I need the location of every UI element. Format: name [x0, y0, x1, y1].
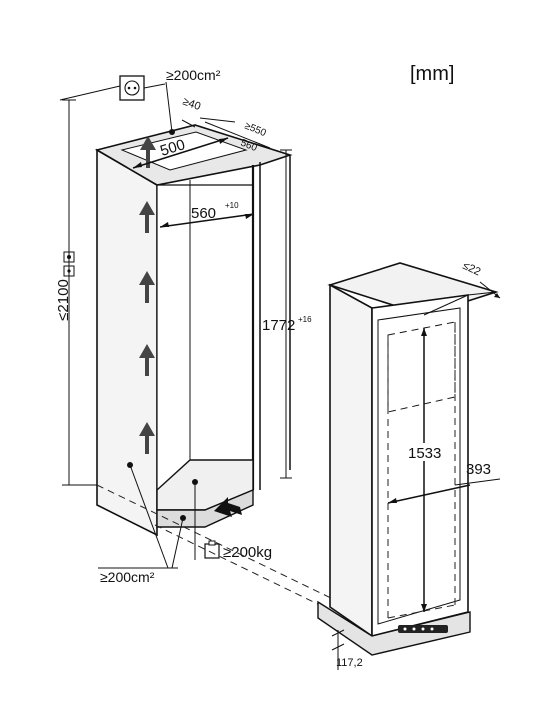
appliance-door [377, 307, 461, 625]
total-height-label: ≤2100 [55, 279, 72, 321]
door-height-label: 1533 [408, 445, 441, 462]
niche-height-tolerance: +16 [298, 315, 312, 324]
vent-top-area-label: ≥200cm² [166, 67, 221, 83]
airflow-arrow-icon [139, 344, 155, 376]
floor-load-label: ≥200kg [223, 544, 272, 561]
weight-icon [204, 540, 220, 559]
airflow-arrow-icon [139, 422, 155, 454]
top-clearance-label: ≥40 [181, 96, 202, 114]
niche-inner-back [156, 184, 254, 491]
socket-icon [119, 75, 145, 101]
push-arrow-icon [214, 497, 242, 517]
depth-min-label: ≥550 [243, 121, 268, 140]
appliance-side [329, 283, 373, 638]
airflow-arrows [139, 136, 242, 517]
airflow-arrow-icon [139, 271, 155, 303]
niche-height-label: 1772 [262, 317, 295, 334]
inner-width-tolerance: +10 [225, 201, 239, 210]
control-panel-icon [398, 625, 448, 633]
door-gap-label: ≤22 [461, 260, 483, 279]
door-width-label: 393 [466, 461, 491, 478]
plinth-height-label: 117,2 [336, 657, 363, 669]
appliance [317, 262, 499, 656]
vent-bottom-area-label: ≥200cm² [100, 569, 155, 585]
appliance-plinth [317, 600, 471, 656]
top-width-label: 500 [158, 136, 187, 160]
airflow-arrow-icon [139, 201, 155, 233]
inner-width-label: 560 [191, 205, 216, 222]
airflow-arrow-icon [140, 136, 156, 168]
appliance-front [371, 294, 469, 638]
unit-label: [mm] [410, 63, 454, 85]
